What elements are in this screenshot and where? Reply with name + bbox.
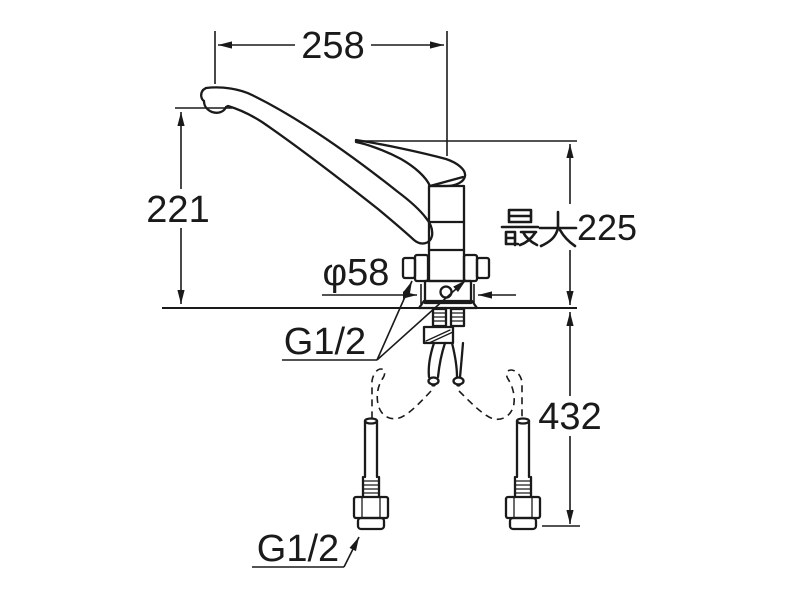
right-pipe-nut-facets <box>513 496 533 519</box>
left-nut <box>413 253 430 283</box>
label-spout-reach: 258 <box>301 25 364 67</box>
faucet-outline <box>200 86 542 531</box>
g12-mid-leader-left <box>376 280 413 361</box>
handle-underside-edge <box>428 175 465 188</box>
base-screw <box>439 285 453 299</box>
check-valve-detail <box>425 329 454 344</box>
g12-mid-leader-right <box>376 279 467 361</box>
faucet-spout <box>200 86 434 245</box>
cjk-glyph-dai <box>538 210 578 248</box>
right-pipe-thread-ridges <box>514 480 532 494</box>
label-base-diameter: φ58 <box>323 252 390 294</box>
left-pipe-top <box>363 417 379 425</box>
dimension-lines <box>162 31 580 568</box>
left-hose-break-wave <box>371 368 432 420</box>
right-shank-threads <box>450 312 465 322</box>
left-nut-cap <box>401 256 417 280</box>
left-pipe-cap <box>356 516 386 531</box>
label-max-height: 225 <box>500 207 637 248</box>
right-pipe-tube <box>515 419 531 479</box>
faucet-base <box>423 279 473 305</box>
right-pipe-cap <box>508 516 538 531</box>
left-hose-tip-dot <box>431 383 436 387</box>
left-shank-threads <box>432 312 447 322</box>
left-pipe-tube <box>363 419 379 479</box>
left-pipe-nut-facets <box>361 496 381 519</box>
label-max-height-value: 225 <box>577 207 637 248</box>
mounting-flange <box>417 299 479 310</box>
right-pipe-top <box>515 417 531 425</box>
dimension-labels: 258 221 225 φ58 G1/2 432 G1/2 <box>146 25 637 570</box>
g12-bottom-leader <box>343 536 360 568</box>
right-nut <box>462 253 479 283</box>
check-valve-fitting <box>422 325 455 345</box>
right-pipe-thread <box>513 475 533 499</box>
cjk-glyph-sai <box>500 208 540 247</box>
right-hose-tip-dot <box>456 383 461 387</box>
label-supply-length: 432 <box>538 396 601 438</box>
label-spout-height: 221 <box>146 189 209 231</box>
left-hose <box>427 341 447 379</box>
right-hose <box>450 341 465 379</box>
faucet-handle <box>354 138 467 188</box>
right-hose-break-wave <box>458 369 523 421</box>
right-pipe-nut <box>504 495 542 520</box>
left-pipe-thread-ridges <box>362 480 380 494</box>
faucet-body <box>427 184 466 283</box>
left-pipe-nut <box>352 495 390 520</box>
label-body-thread: G1/2 <box>284 321 366 363</box>
right-nut-cap <box>475 256 491 280</box>
label-supply-thread: G1/2 <box>257 528 339 570</box>
left-pipe-thread <box>361 475 381 499</box>
